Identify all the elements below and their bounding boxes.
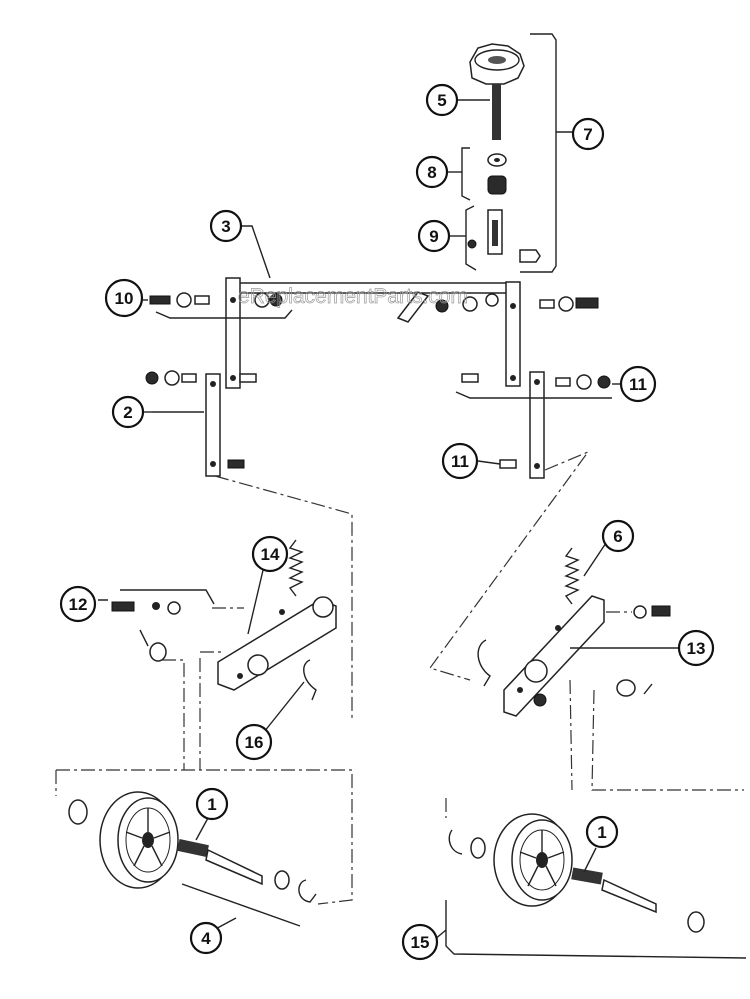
- right-upright-plate: [505, 281, 521, 387]
- right-axle: [571, 867, 705, 933]
- svg-text:4: 4: [201, 929, 211, 948]
- callout-7: 7: [571, 117, 605, 151]
- right-arm-plate: [529, 371, 545, 479]
- svg-text:13: 13: [687, 639, 706, 658]
- svg-text:1: 1: [597, 823, 606, 842]
- callout-11-lower: 11: [441, 442, 479, 480]
- svg-text:15: 15: [411, 933, 430, 952]
- svg-text:14: 14: [261, 545, 280, 564]
- svg-text:6: 6: [613, 527, 622, 546]
- svg-text:12: 12: [69, 595, 88, 614]
- callout-12: 12: [59, 585, 97, 623]
- left-hardware-12: [111, 601, 317, 701]
- svg-text:16: 16: [245, 733, 264, 752]
- svg-text:2: 2: [123, 403, 132, 422]
- right-bolt-set: [435, 293, 599, 313]
- right-arm-hardware: [461, 373, 611, 469]
- callout-1-left: 1: [195, 787, 229, 821]
- left-arm-hardware: [145, 370, 257, 469]
- callout-11-upper: 11: [619, 365, 657, 403]
- right-wheel: [448, 813, 573, 907]
- svg-text:8: 8: [427, 163, 436, 182]
- right-hardware-13: [477, 605, 671, 707]
- callout-16: 16: [235, 723, 273, 761]
- callout-2: 2: [111, 395, 145, 429]
- left-wheel: [68, 791, 179, 889]
- left-upright-plate: [225, 277, 241, 389]
- svg-text:1: 1: [207, 795, 216, 814]
- callout-1-right: 1: [585, 815, 619, 849]
- right-spring: [564, 547, 580, 605]
- svg-text:11: 11: [451, 452, 469, 471]
- svg-text:7: 7: [583, 125, 592, 144]
- watermark: eReplacementParts.com: [238, 285, 468, 308]
- adjustment-bracket: [467, 209, 541, 263]
- left-spring: [288, 539, 304, 597]
- left-axle: [177, 839, 317, 903]
- adjustment-knob: [469, 43, 525, 85]
- left-arm-plate: [205, 373, 221, 477]
- threaded-rod: [492, 84, 501, 140]
- callout-14: 14: [251, 535, 289, 573]
- callout-10: 10: [104, 278, 144, 318]
- callout-15: 15: [401, 923, 439, 961]
- callout-13: 13: [677, 629, 715, 667]
- left-wheel-bracket: [217, 596, 337, 691]
- callout-9: 9: [417, 219, 451, 253]
- svg-text:3: 3: [221, 217, 230, 236]
- svg-text:10: 10: [115, 289, 134, 308]
- svg-text:11: 11: [629, 375, 647, 394]
- right-wheel-bracket: [503, 595, 605, 717]
- svg-text:5: 5: [437, 91, 446, 110]
- callout-6: 6: [601, 519, 635, 553]
- washer-nut-set: [487, 153, 507, 195]
- svg-text:9: 9: [429, 227, 438, 246]
- left-bolt-set: [149, 292, 283, 308]
- callout-8: 8: [415, 155, 449, 189]
- callout-4: 4: [189, 921, 223, 955]
- callout-3: 3: [209, 209, 243, 243]
- callout-5: 5: [425, 83, 459, 117]
